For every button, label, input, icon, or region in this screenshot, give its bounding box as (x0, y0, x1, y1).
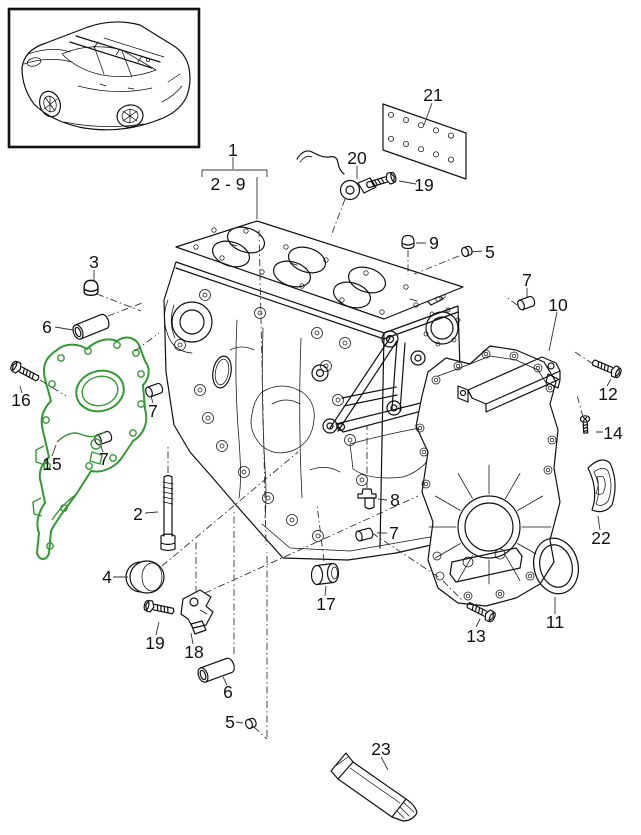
callout-17[interactable]: 17 (316, 594, 335, 614)
part-8-plug (357, 488, 377, 510)
callout-12[interactable]: 12 (598, 384, 617, 404)
callout-6[interactable]: 6 (42, 317, 52, 337)
callout-14[interactable]: 14 (603, 423, 623, 443)
callout-8[interactable]: 8 (390, 490, 400, 510)
callout-1[interactable]: 1 (228, 140, 238, 160)
callout-5[interactable]: 5 (485, 242, 495, 262)
callout-20[interactable]: 20 (347, 148, 367, 168)
callout-6[interactable]: 6 (223, 682, 233, 702)
vehicle-thumbnail-box (7, 7, 201, 149)
callout-10[interactable]: 10 (548, 295, 568, 315)
part-12-bolt (590, 356, 624, 380)
part-16-bolt (8, 359, 42, 385)
engine-block-illustration (163, 261, 461, 561)
suv-line-drawing-icon (21, 21, 191, 131)
callout-13[interactable]: 13 (466, 626, 485, 646)
part-22-cap (587, 459, 616, 513)
part-2-bolt (160, 474, 176, 552)
bolt-boss-holes (174, 289, 368, 542)
callout-9[interactable]: 9 (429, 233, 439, 253)
callout-7[interactable]: 7 (148, 401, 158, 421)
callout-19[interactable]: 19 (414, 175, 433, 195)
part-7-dowel-a (515, 294, 537, 312)
callout-7[interactable]: 7 (389, 523, 399, 543)
callout-21[interactable]: 21 (423, 85, 442, 105)
cover-spokes (428, 464, 552, 585)
part-4-cup-plug (125, 560, 165, 594)
part-11-seal-ring (533, 537, 579, 595)
callout-23[interactable]: 23 (371, 739, 390, 759)
part-23-sealant-tube (330, 752, 418, 822)
support-frame-illustration (311, 330, 445, 479)
callout-7[interactable]: 7 (99, 449, 109, 469)
callout-11[interactable]: 11 (546, 612, 564, 632)
part-17-bushing (310, 562, 340, 586)
callout-16[interactable]: 16 (11, 390, 30, 410)
callout-5[interactable]: 5 (225, 712, 235, 732)
part-20-sensor (296, 150, 377, 201)
part-5-plug-bottom (243, 716, 258, 731)
part-18-bracket (180, 589, 214, 635)
callout-4[interactable]: 4 (102, 567, 112, 587)
head-gasket-illustration (175, 220, 464, 320)
timing-cover-illustration (415, 345, 561, 607)
leader-lines (19, 102, 612, 771)
part-19-bolt-bottom (142, 599, 176, 618)
part-21-plate (382, 103, 467, 180)
callout-2-9[interactable]: 2 - 9 (210, 174, 245, 194)
callout-7[interactable]: 7 (522, 270, 532, 290)
part-5-plug-top (459, 244, 474, 259)
part-19-bolt-top (364, 170, 398, 192)
callout-15[interactable]: 15 (42, 454, 61, 474)
callout-2[interactable]: 2 (133, 504, 143, 524)
part-9-cap (401, 234, 415, 250)
part-7-dowel-b (143, 381, 165, 399)
part-15-sealing-flange-highlighted (32, 336, 150, 560)
part-14-screw (579, 414, 591, 434)
part-10-bracket (457, 356, 561, 413)
callout-19[interactable]: 19 (145, 633, 164, 653)
cover-bolt-holes (415, 349, 557, 601)
callout-layer: 1 2 - 9 20 19 21 9 5 3 7 6 10 12 16 14 15 7 7 8 2 7 17 4 13 11 2… (11, 85, 623, 759)
callout-3[interactable]: 3 (89, 252, 99, 272)
callout-22[interactable]: 22 (591, 528, 610, 548)
callout-18[interactable]: 18 (184, 642, 203, 662)
part-3-cap (83, 279, 99, 297)
part-6-dowel-top (70, 312, 112, 342)
